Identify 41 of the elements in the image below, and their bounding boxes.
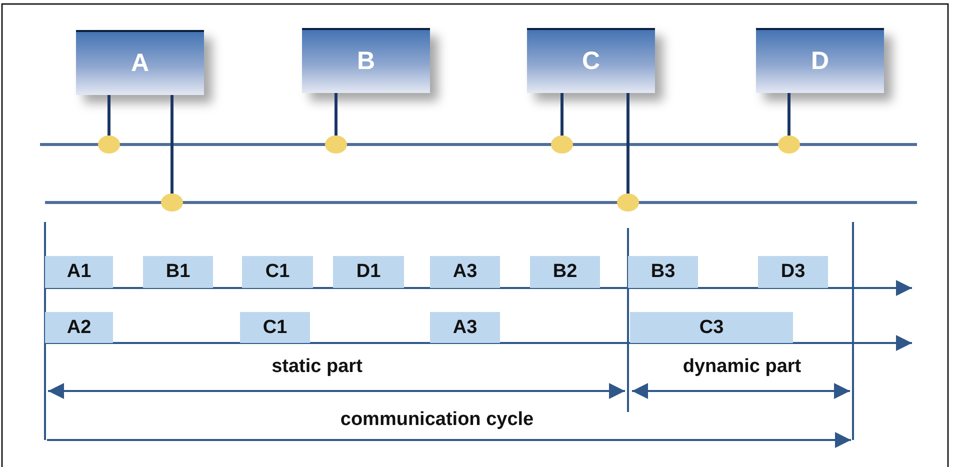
slot-label: A3 xyxy=(452,316,478,338)
station-box xyxy=(527,28,655,93)
bus-connection xyxy=(778,93,800,154)
bus-line xyxy=(40,143,917,146)
bus-connection xyxy=(98,95,120,154)
dimension-label: communication cycle xyxy=(340,409,534,431)
slot-label: A1 xyxy=(66,261,92,283)
time-slot xyxy=(333,256,404,288)
station-label: B xyxy=(356,47,376,76)
dimension-label: static part xyxy=(272,356,362,378)
slot-label: C1 xyxy=(265,261,290,283)
bus-connection xyxy=(161,95,183,212)
bus-connection xyxy=(325,93,347,154)
bus-connection xyxy=(617,93,639,212)
time-slot xyxy=(430,256,500,288)
slot-label: C1 xyxy=(262,316,288,338)
time-slot xyxy=(530,256,600,288)
slot-label: C3 xyxy=(699,316,724,338)
slot-label: D1 xyxy=(356,261,381,283)
station-box xyxy=(76,30,204,95)
slot-label: B1 xyxy=(166,261,190,283)
station-label: A xyxy=(130,49,150,78)
time-slot xyxy=(628,256,698,288)
time-slot xyxy=(242,256,313,288)
time-slot xyxy=(45,312,113,343)
bus-line xyxy=(45,201,917,204)
time-slot xyxy=(758,256,828,288)
slot-label: B3 xyxy=(650,261,676,283)
station-label: C xyxy=(582,47,600,76)
station-label: D xyxy=(810,47,830,76)
slot-label: A2 xyxy=(66,316,92,338)
station-box xyxy=(756,28,884,93)
time-slot xyxy=(430,312,500,343)
bus-connection xyxy=(551,93,573,154)
slot-label: D3 xyxy=(780,261,806,283)
time-slot xyxy=(630,312,793,343)
station-box xyxy=(302,28,430,93)
slot-label: A3 xyxy=(452,261,478,283)
time-slot xyxy=(240,312,310,343)
dimension-label: dynamic part xyxy=(682,356,802,378)
slot-label: B2 xyxy=(552,261,578,283)
